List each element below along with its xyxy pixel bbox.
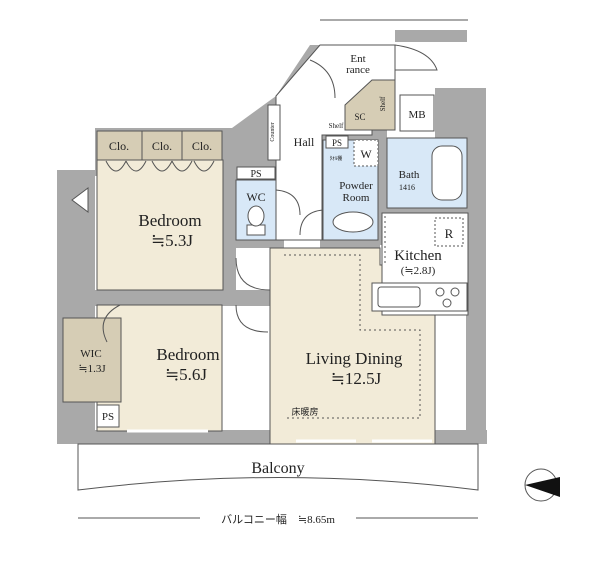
sc-label: SC (354, 112, 365, 122)
bedroom-2-size: ≒5.6J (165, 365, 207, 384)
entrance-name-2: rance (346, 64, 370, 76)
fridge-icon (434, 217, 464, 247)
kitchen-name: Kitchen (394, 248, 442, 264)
ps-label-3: PS (102, 411, 114, 423)
wic-floor (62, 317, 122, 403)
washbasin-icon (332, 211, 374, 233)
bedroom-1-floor (96, 159, 224, 291)
dimension-label-bg (200, 510, 356, 526)
powder-name-2: Room (343, 192, 370, 204)
living-name: Living Dining (306, 349, 403, 368)
closet-1-label: Clo. (109, 139, 129, 153)
door-swing-entrance (394, 44, 438, 71)
shoe-cabinet (344, 79, 396, 131)
labels: Clo. Clo. Clo. Bedroom ≒5.3J Bedroom ≒5.… (78, 53, 454, 526)
sink-icon (377, 286, 421, 308)
window-bedroom1 (71, 187, 89, 213)
towel-shelf-label: ﾀｵﾙ棚 (330, 155, 343, 162)
wc-floor (235, 179, 277, 241)
bath-name: Bath (399, 169, 420, 181)
fixtures (71, 19, 478, 519)
hall-name: Hall (294, 135, 315, 149)
hall-counter (267, 104, 281, 161)
bedroom-1-name: Bedroom (138, 211, 201, 230)
kitchen-boundary (284, 216, 421, 419)
bedroom-1-size: ≒5.3J (151, 231, 193, 250)
ps-label-2: PS (332, 138, 342, 148)
door-swing-powder (299, 209, 324, 236)
ps-label-1: PS (250, 169, 261, 180)
closet-doors (105, 160, 215, 172)
counter-label: Counter (270, 122, 276, 141)
door-swing-bedroom1 (235, 257, 271, 291)
wc-name: WC (246, 190, 265, 204)
ps-box-1 (236, 166, 276, 180)
washer-icon (353, 139, 379, 167)
bedroom-2-name: Bedroom (156, 345, 219, 364)
ps-box-2 (325, 135, 349, 149)
shelf-label-1: Shelf (329, 122, 344, 130)
fridge-label: R (445, 226, 454, 241)
washer-label: W (360, 147, 372, 161)
door-swing-bedroom2 (235, 304, 269, 333)
toilet-bowl-icon (247, 205, 265, 227)
living-size: ≒12.5J (331, 369, 382, 388)
bath-model: 1416 (399, 183, 415, 192)
shelf-label-2: Shelf (379, 96, 387, 111)
mb-label: MB (408, 109, 425, 121)
stove-icon (435, 287, 460, 308)
kitchen-size: (≒2.8J) (401, 265, 436, 277)
closet-3-label: Clo. (192, 139, 212, 153)
balcony-dimension-label: バルコニー幅 ≒8.65m (221, 513, 335, 526)
door-swing-wc (275, 189, 301, 216)
balcony-floor (77, 443, 479, 491)
mb-box (399, 94, 435, 132)
bathtub-icon (431, 145, 463, 201)
balcony-name: Balcony (251, 460, 304, 477)
wic-size: ≒1.3J (78, 363, 106, 375)
entrance-name-1: Ent (350, 53, 365, 65)
north-arrow-icon (524, 468, 560, 502)
door-swing-wic (102, 304, 121, 343)
closet-2-label: Clo. (152, 139, 172, 153)
powder-name-1: Powder (339, 180, 373, 192)
door-swing-hall (309, 59, 336, 99)
ps-box-3 (96, 404, 120, 428)
floor-heating-note: 床暖房 (291, 406, 318, 417)
wic-name: WIC (80, 348, 101, 360)
closet-3 (181, 130, 223, 161)
floors (62, 44, 479, 491)
